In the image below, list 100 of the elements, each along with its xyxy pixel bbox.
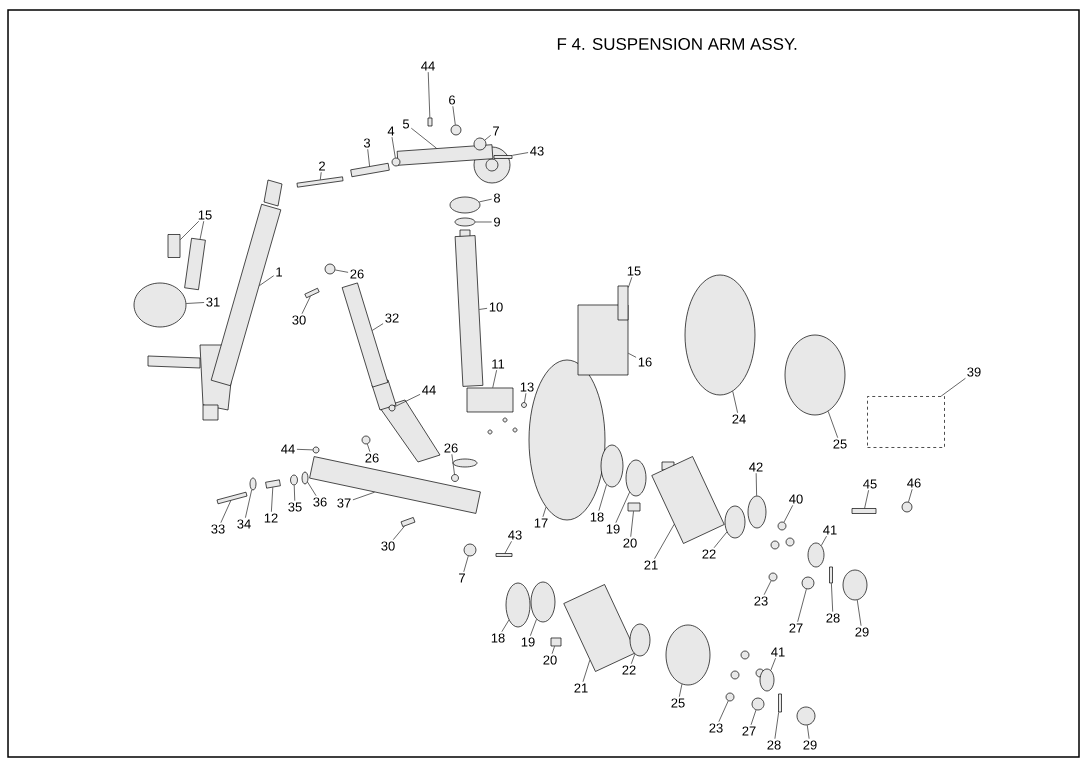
callout-number: 2	[319, 161, 325, 171]
callout-number: 45	[863, 479, 877, 489]
leader-line	[293, 485, 296, 501]
callout-number: 41	[771, 647, 785, 657]
callout-number: 13	[520, 382, 534, 392]
callout-number: 35	[288, 502, 302, 512]
leader-line	[391, 136, 396, 158]
machine-part	[184, 237, 206, 291]
callout-number: 23	[709, 723, 723, 733]
machine-part	[530, 581, 556, 623]
machine-part	[312, 446, 320, 454]
leader-line	[679, 683, 683, 697]
callout-number: 1	[276, 267, 282, 277]
leader-line	[713, 531, 728, 549]
leader-line	[524, 392, 527, 403]
leader-line	[864, 489, 869, 509]
machine-part	[265, 479, 281, 489]
callout-number: 19	[606, 524, 620, 534]
machine-part	[350, 162, 390, 178]
callout-number: 41	[823, 525, 837, 535]
callout-number: 7	[493, 126, 499, 136]
machine-part	[466, 387, 514, 413]
callout-number: 22	[702, 549, 716, 559]
leader-line	[856, 599, 862, 626]
machine-part	[747, 495, 767, 529]
title: F 4. SUSPENSION ARM ASSY.	[557, 38, 797, 50]
callout-number: 22	[622, 665, 636, 675]
leader-line	[452, 106, 456, 125]
callout-number: 27	[742, 726, 756, 736]
machine-part	[473, 137, 487, 151]
machine-part	[361, 435, 371, 445]
leader-line	[427, 71, 431, 118]
callout-number: 21	[574, 683, 588, 693]
callout-number: 40	[789, 494, 803, 504]
callout-number: 12	[264, 513, 278, 523]
leader-line	[821, 535, 827, 546]
leader-line	[732, 391, 738, 414]
leader-line	[582, 659, 591, 683]
callout-number: 19	[521, 637, 535, 647]
leader-line	[783, 504, 794, 523]
callout-number: 33	[211, 524, 225, 534]
machine-part	[391, 157, 401, 167]
machine-part	[600, 444, 624, 488]
machine-part	[778, 693, 782, 713]
callout-number: 16	[638, 357, 652, 367]
machine-part	[167, 234, 181, 258]
callout-number: 34	[237, 519, 251, 529]
machine-part	[867, 396, 945, 448]
machine-part	[627, 502, 641, 512]
callout-number: 26	[350, 269, 364, 279]
callout-number: 18	[491, 633, 505, 643]
machine-part	[751, 697, 765, 711]
callout-number: 11	[492, 359, 505, 369]
machine-part	[796, 706, 816, 726]
machine-part	[725, 692, 735, 702]
machine-part	[451, 474, 459, 482]
leader-line	[307, 481, 317, 496]
callout-number: 17	[534, 518, 548, 528]
leader-line	[296, 449, 313, 451]
machine-part	[651, 456, 725, 544]
leader-line	[271, 487, 274, 513]
leader-line	[220, 500, 232, 523]
machine-part	[216, 491, 248, 505]
leader-line	[478, 198, 492, 203]
machine-part	[301, 471, 309, 485]
leader-line	[320, 171, 322, 180]
machine-part	[493, 155, 513, 159]
callout-number: 20	[623, 538, 637, 548]
callout-number: 39	[967, 367, 981, 377]
callout-number: 25	[833, 439, 847, 449]
callout-number: 29	[803, 740, 817, 750]
callout-number: 26	[444, 443, 458, 453]
callout-number: 9	[494, 217, 500, 227]
callout-number: 25	[671, 698, 685, 708]
leader-line	[245, 489, 252, 518]
leader-line	[718, 700, 729, 722]
callout-number: 23	[754, 596, 768, 606]
machine-part	[290, 474, 298, 486]
callout-number: 44	[421, 61, 435, 71]
leader-line	[301, 296, 311, 314]
machine-part	[829, 566, 833, 584]
callout-number: 36	[313, 497, 327, 507]
leader-line	[615, 492, 630, 523]
leader-line	[451, 453, 455, 475]
machine-part	[133, 282, 187, 328]
machine-part	[684, 274, 756, 396]
machine-part	[617, 285, 629, 321]
leader-line	[628, 352, 637, 358]
machine-part	[450, 124, 462, 136]
leader-line	[392, 526, 405, 540]
leader-line	[631, 653, 636, 665]
callout-number: 44	[422, 385, 436, 395]
machine-part	[449, 196, 481, 214]
callout-number: 26	[365, 453, 379, 463]
callout-number: 20	[543, 655, 557, 665]
machine-part	[759, 668, 775, 692]
machine-part	[324, 263, 336, 275]
leader-line	[940, 377, 966, 397]
callout-number: 3	[363, 138, 371, 148]
callout-number: 30	[381, 541, 395, 551]
